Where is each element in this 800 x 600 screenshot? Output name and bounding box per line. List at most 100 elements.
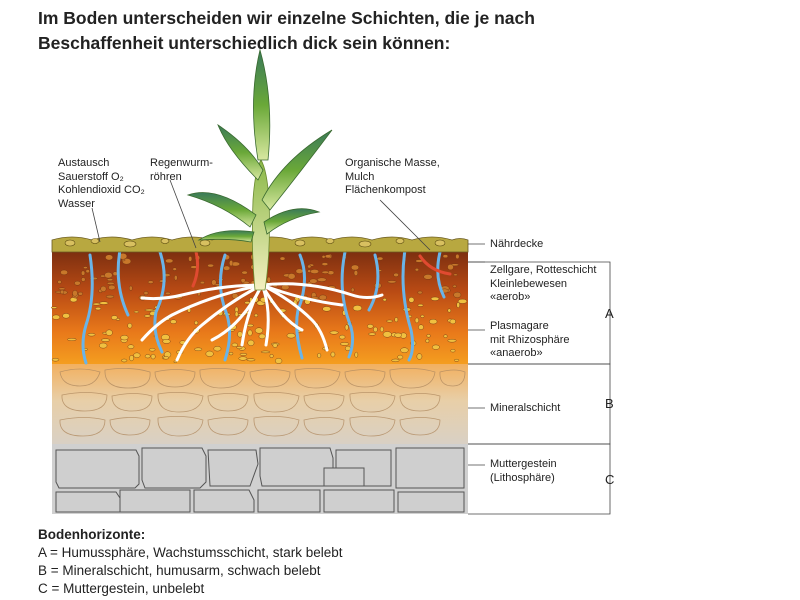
pebble — [368, 332, 376, 336]
pebble — [133, 352, 141, 358]
pebble — [87, 333, 96, 337]
pebble — [244, 301, 251, 305]
pebble — [287, 273, 296, 280]
pebble — [321, 255, 326, 259]
label-organisch: Organische Masse, Mulch Flächenkompost — [345, 157, 440, 196]
pebble — [143, 291, 149, 295]
pebble — [382, 331, 392, 338]
pebble — [418, 324, 424, 330]
pebble — [57, 280, 62, 284]
pebble — [295, 268, 304, 274]
pebble — [104, 272, 113, 279]
pebble — [78, 291, 83, 296]
pebble — [246, 358, 256, 362]
horizon-letter-b: B — [605, 396, 614, 411]
pebble — [325, 254, 332, 259]
pebble — [205, 350, 214, 357]
pebble — [72, 290, 78, 297]
label-zellgare: Zellgare, Rotteschicht Kleinlebewesen «a… — [490, 264, 597, 303]
pebble — [52, 314, 61, 320]
pebble — [281, 284, 290, 290]
pebble — [144, 308, 155, 312]
pebble — [457, 298, 468, 304]
legend-heading: Bodenhorizonte: — [38, 527, 146, 542]
legend-item-c: C = Muttergestein, unbelebt — [38, 581, 205, 596]
pebble — [174, 275, 178, 281]
pebble — [99, 301, 109, 305]
pebble — [194, 320, 199, 325]
pebble — [165, 258, 174, 264]
pebble — [400, 347, 409, 353]
pebble — [51, 358, 60, 362]
pebble — [344, 345, 351, 351]
pebble — [133, 310, 140, 314]
pebble — [269, 354, 274, 358]
pebble — [286, 333, 296, 339]
pebble — [147, 280, 154, 284]
pebble — [397, 354, 404, 360]
pebble — [172, 267, 177, 271]
pebble — [394, 332, 402, 338]
pebble — [67, 338, 77, 341]
pebble — [352, 305, 363, 312]
horizon-letter-a: A — [605, 306, 614, 321]
pebble — [173, 360, 178, 363]
pebble — [105, 294, 115, 299]
pebble — [318, 294, 327, 301]
pebble — [377, 256, 384, 261]
pebble — [106, 278, 114, 282]
pebble — [239, 353, 248, 356]
pebble — [223, 265, 231, 271]
pebble — [310, 269, 319, 274]
pebble — [408, 297, 415, 303]
bedrock-stones — [55, 447, 465, 513]
pebble — [162, 356, 169, 360]
pebble — [247, 329, 253, 337]
pebble — [430, 296, 440, 301]
pebble — [321, 262, 329, 266]
pebble — [394, 317, 399, 323]
pebble — [387, 280, 397, 284]
pebble — [129, 355, 135, 362]
pebble — [353, 270, 358, 276]
pebble — [120, 335, 129, 341]
pebble — [429, 319, 438, 325]
pebble — [121, 358, 128, 363]
legend-item-b: B = Mineralschicht, humusarm, schwach be… — [38, 563, 321, 578]
pebble — [329, 330, 339, 335]
pebble — [241, 270, 248, 275]
pebble — [307, 269, 312, 273]
pebble — [111, 315, 118, 320]
pebble — [254, 313, 259, 318]
pebble — [416, 353, 423, 360]
pebble — [322, 306, 332, 312]
pebble — [354, 351, 359, 358]
pebble — [236, 346, 243, 349]
pebble — [162, 339, 171, 344]
mulch-bits — [64, 238, 446, 248]
water-channels — [81, 248, 446, 365]
pebble — [453, 291, 462, 298]
pebble — [454, 358, 460, 362]
pebble — [321, 270, 330, 274]
pebble — [453, 273, 458, 276]
pebble — [92, 302, 101, 306]
pebble — [426, 334, 431, 338]
pebble — [106, 281, 115, 285]
pebble — [247, 339, 255, 347]
pebble — [339, 334, 346, 340]
pebble — [213, 346, 222, 352]
pebble — [254, 327, 264, 334]
pebble — [199, 281, 205, 285]
pebble — [258, 333, 266, 340]
pebble — [108, 284, 116, 291]
pebble — [367, 324, 374, 329]
pebble — [309, 278, 318, 284]
pebble — [62, 313, 70, 319]
pebble — [128, 285, 133, 291]
pebble — [247, 323, 254, 328]
page-title: Im Boden unterscheiden wir einzelne Schi… — [38, 6, 535, 56]
pebble — [59, 289, 65, 295]
pebble — [330, 351, 336, 358]
